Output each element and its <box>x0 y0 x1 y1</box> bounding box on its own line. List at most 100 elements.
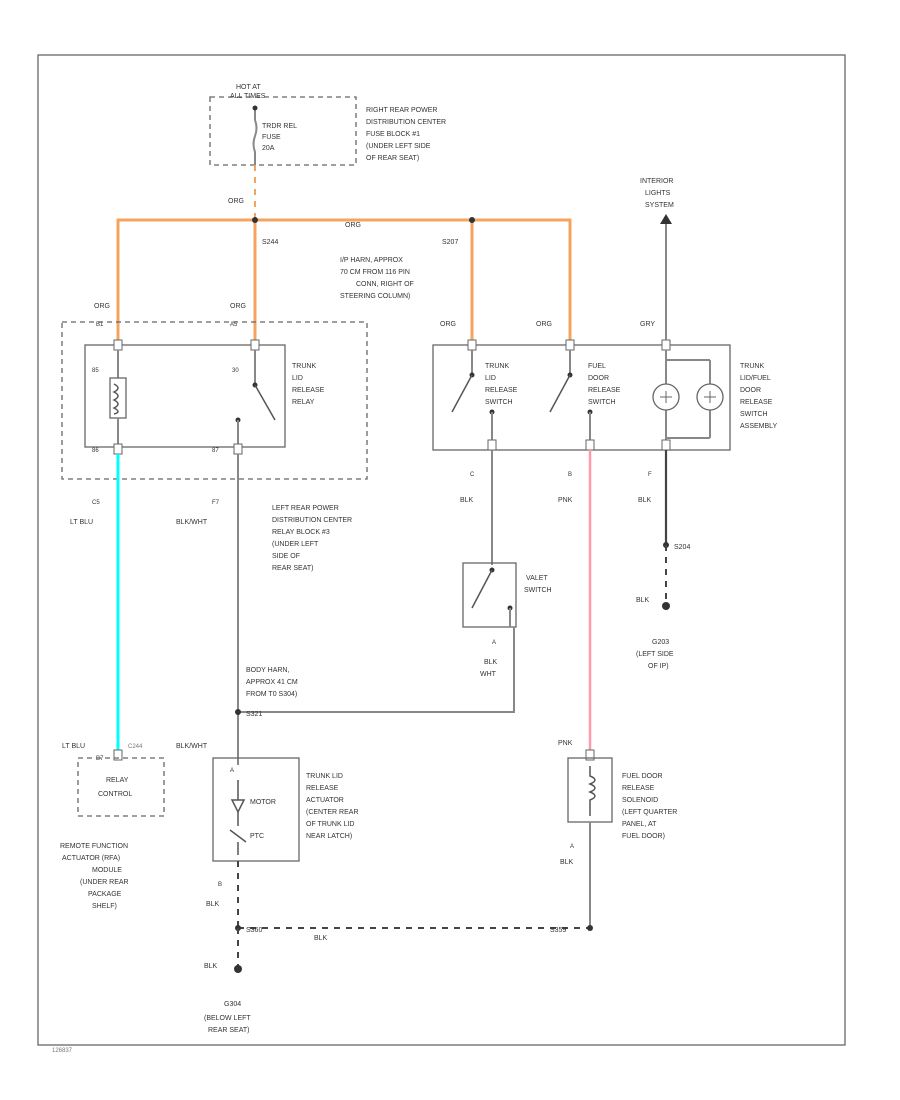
sw-pin-c: C <box>470 472 475 478</box>
rfa-desc-6: SHELF) <box>92 903 117 910</box>
act-pin-b: B <box>218 882 222 888</box>
sw-pin-f: F <box>648 472 652 478</box>
valet-pin-a: A <box>492 640 496 646</box>
assy-1: TRUNK <box>740 363 764 370</box>
g304-desc-1: (BELOW LEFT <box>204 1015 251 1022</box>
rfa-pin: B7 <box>96 756 104 762</box>
fuse-symbol <box>252 108 258 165</box>
rfa-desc-1: REMOTE FUNCTION <box>60 843 128 850</box>
relay-pin-87: 87 <box>212 448 219 454</box>
act-desc-5: OF TRUNK LID <box>306 821 355 828</box>
body-harn-3: FROM T0 S304) <box>246 691 297 698</box>
fuel-sw-3: RELEASE <box>588 387 621 394</box>
interior-3: SYSTEM <box>645 202 674 209</box>
g203-label: G203 <box>652 639 669 646</box>
assy-2: LID/FUEL <box>740 375 771 382</box>
sol-wire-blk: BLK <box>560 859 574 866</box>
rfa-label-2: CONTROL <box>98 791 132 798</box>
relay-block-desc-5: SIDE OF <box>272 553 300 560</box>
s207-label: S207 <box>442 239 458 246</box>
s207-desc-2: 70 CM FROM 116 PIN <box>340 269 410 276</box>
fuse-desc-4: (UNDER LEFT SIDE <box>366 143 431 150</box>
s207-desc-3: CONN, RIGHT OF <box>356 281 414 288</box>
trunk-lid-release-actuator: BLK/WHT A MOTOR PTC TRUNK LID RELEASE AC… <box>176 743 359 908</box>
relay-org-right: ORG <box>230 303 246 310</box>
assy-3: DOOR <box>740 387 761 394</box>
trunk-lid-release-relay: ORG ORG B1 A5 85 30 86 87 TRUNK LID RELE… <box>61 303 368 480</box>
diagram-frame <box>37 54 846 1046</box>
relay-name-4: RELAY <box>292 399 315 406</box>
rfa-wire: LT BLU <box>62 743 85 750</box>
blk-mid-label: BLK <box>314 935 328 942</box>
assy-5: SWITCH <box>740 411 768 418</box>
motor-icon <box>229 780 247 855</box>
valet-switch: VALET SWITCH A BLK WHT <box>462 562 552 678</box>
relay-name-2: LID <box>292 375 303 382</box>
act-wire-blk: BLK <box>206 901 220 908</box>
relay-block-desc-2: DISTRIBUTION CENTER <box>272 517 352 524</box>
valet-wire2: WHT <box>480 671 497 678</box>
relay-pin-a5: A5 <box>230 322 238 328</box>
act-wire: BLK/WHT <box>176 743 208 750</box>
fuel-switch-arm <box>549 374 571 413</box>
ground-icon-right <box>662 602 670 610</box>
footer-code: 126837 <box>52 1048 73 1054</box>
relay-block-desc-6: REAR SEAT) <box>272 565 314 572</box>
trunk-sw-4: SWITCH <box>485 399 513 406</box>
fuel-sw-2: DOOR <box>588 375 609 382</box>
interior-2: LIGHTS <box>645 190 671 197</box>
assy-org1: ORG <box>440 321 456 328</box>
act-desc-3: ACTUATOR <box>306 797 344 804</box>
valet-name-1: VALET <box>526 575 548 582</box>
relay-block-desc-3: RELAY BLOCK #3 <box>272 529 330 536</box>
sw-pin-b: B <box>568 472 572 478</box>
rfa-desc-5: PACKAGE <box>88 891 122 898</box>
relay-pin-c5: C5 <box>92 500 100 506</box>
s321-label: S321 <box>246 711 262 718</box>
sol-desc-4: (LEFT QUARTER <box>622 809 677 816</box>
trunk-switch-arm <box>451 374 473 413</box>
g203-desc-2: OF IP) <box>648 663 669 670</box>
rfa-desc-2: ACTUATOR (RFA) <box>62 855 120 862</box>
fuse-desc-3: FUSE BLOCK #1 <box>366 131 420 138</box>
arrow-up-icon <box>660 214 672 224</box>
relay-pin-30: 30 <box>232 368 239 374</box>
act-desc-6: NEAR LATCH) <box>306 833 352 840</box>
valet-to-splice-wire <box>238 627 515 713</box>
blk-right-label: BLK <box>636 597 650 604</box>
gnd-blk-label: BLK <box>204 963 218 970</box>
s244-label: S244 <box>262 239 278 246</box>
rfa-desc-3: MODULE <box>92 867 122 874</box>
org-bus-label: ORG <box>345 222 361 229</box>
org-top-label: ORG <box>228 198 244 205</box>
fuse-box <box>209 96 357 166</box>
relay-org-left: ORG <box>94 303 110 310</box>
act-pin-a: A <box>230 768 234 774</box>
fuse-label-3: 20A <box>262 145 275 152</box>
relay-pin-86: 86 <box>92 448 99 454</box>
rfa-label-1: RELAY <box>106 777 129 784</box>
assy-4: RELEASE <box>740 399 773 406</box>
fuse-desc-2: DISTRIBUTION CENTER <box>366 119 446 126</box>
sw-wire-pnk: PNK <box>558 497 573 504</box>
g203-desc-1: (LEFT SIDE <box>636 651 674 658</box>
rfa-module: LT BLU B7 C244 RELAY CONTROL REMOTE FUNC… <box>60 743 165 910</box>
trunk-sw-3: RELEASE <box>485 387 518 394</box>
relay-name-1: TRUNK <box>292 363 316 370</box>
relay-pin-b1: B1 <box>96 322 104 328</box>
rfa-box <box>77 757 165 817</box>
fuel-door-release-solenoid: PNK FUEL DOOR RELEASE SOLENOID (LEFT QUA… <box>558 740 677 866</box>
g304-desc-2: REAR SEAT) <box>208 1027 250 1034</box>
assy-org2: ORG <box>536 321 552 328</box>
trunk-sw-1: TRUNK <box>485 363 509 370</box>
trunk-fuel-switch-assembly: ORG ORG GRY TRUNK LID RELEASE SWITCH FUE… <box>432 321 778 451</box>
assy-gry: GRY <box>640 321 655 328</box>
fuse-label-2: FUSE <box>262 134 281 141</box>
body-harn-2: APPROX 41 CM <box>246 679 298 686</box>
valet-box <box>462 562 517 628</box>
act-desc-1: TRUNK LID <box>306 773 343 780</box>
sol-desc-5: PANEL, AT <box>622 821 657 828</box>
s207-desc-1: I/P HARN, APPROX <box>340 257 403 264</box>
solenoid-coil <box>587 766 596 816</box>
